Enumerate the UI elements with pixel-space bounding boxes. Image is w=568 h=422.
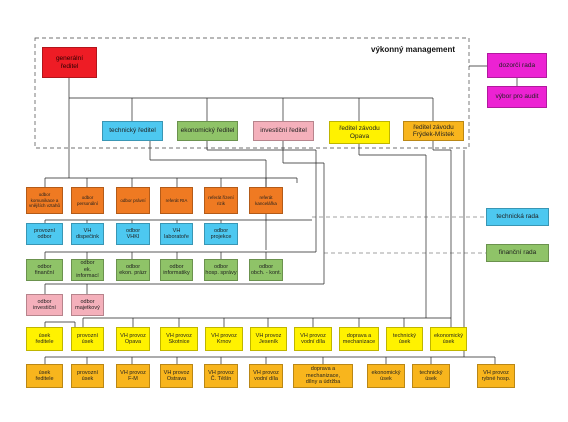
gold-row-box: VH provoz Ostrava	[160, 364, 193, 388]
technical-board-box: technická rada	[486, 208, 549, 226]
technical-director-box: technický ředitel	[102, 121, 163, 141]
financial-board-box: finanční rada	[486, 244, 549, 262]
gold-row-box: technický úsek	[412, 364, 450, 388]
yellow-row-box: úsek ředitele	[26, 327, 63, 351]
cyan-row-box: VH laboratoře	[160, 223, 193, 245]
orange-row-box: odbor personální	[71, 187, 104, 214]
gold-row-box: VH provoz rybné hosp.	[477, 364, 515, 388]
gold-row-box: ekonomický úsek	[367, 364, 405, 388]
orange-row-box: referát řízení rizik	[204, 187, 238, 214]
gold-row-box: VH provoz F-M	[116, 364, 150, 388]
yellow-row-box: VH provoz Opava	[116, 327, 150, 351]
gold-row-box: doprava a mechanizace, dílny a údržba	[293, 364, 353, 388]
green-row-box: odbor obch. - kont.	[249, 259, 283, 281]
cyan-row-box: VH dispečink	[71, 223, 104, 245]
pink-row-box: odbor investiční	[26, 294, 63, 316]
cyan-row-box: odbor projekce	[204, 223, 238, 245]
yellow-row-box: ekonomický úsek	[430, 327, 467, 351]
green-row-box: odbor hosp. správy	[204, 259, 238, 281]
yellow-row-box: VH provoz Jeseník	[250, 327, 287, 351]
yellow-row-box: technický úsek	[386, 327, 423, 351]
gold-row-box: úsek ředitele	[26, 364, 63, 388]
orange-row-box: odbor právní	[116, 187, 150, 214]
investment-director-box: investiční ředitel	[253, 121, 314, 141]
gold-row-box: VH provoz vodní díla	[249, 364, 283, 388]
green-row-box: odbor finanční	[26, 259, 63, 281]
executive-management-label: výkonný management	[371, 45, 456, 54]
gold-row-box: VH provoz Č. Těšín	[204, 364, 238, 388]
green-row-box: odbor informatiky	[160, 259, 193, 281]
orange-row-box: odbor komunikace a vnějších vztahů	[26, 187, 63, 214]
pink-row-box: odbor majetkový	[71, 294, 104, 316]
gold-row-box: provozní úsek	[71, 364, 104, 388]
orange-row-box: referát RIA	[160, 187, 193, 214]
yellow-row-box: provozní úsek	[71, 327, 104, 351]
orange-row-box: referát kancelářka	[249, 187, 283, 214]
economic-director-box: ekonomický ředitel	[177, 121, 238, 141]
frydek-director-box: ředitel závodu Frýdek-Místek	[403, 121, 464, 141]
audit-committee-box: výbor pro audit	[487, 86, 547, 108]
green-row-box: odbor ek. informací	[71, 259, 104, 281]
cyan-row-box: odbor VHKI	[116, 223, 150, 245]
yellow-row-box: VH provoz Krnov	[205, 327, 243, 351]
cyan-row-box: provozní odbor	[26, 223, 63, 245]
yellow-row-box: VH provoz vodní díla	[294, 327, 332, 351]
yellow-row-box: doprava a mechanizace	[339, 327, 379, 351]
general-director-box: generální ředitel	[42, 47, 97, 78]
opava-director-box: ředitel závodu Opava	[329, 121, 390, 144]
supervisory-board-box: dozorčí rada	[487, 53, 547, 78]
green-row-box: odbor ekon. prázr	[116, 259, 150, 281]
yellow-row-box: VH provoz Skotnice	[160, 327, 198, 351]
